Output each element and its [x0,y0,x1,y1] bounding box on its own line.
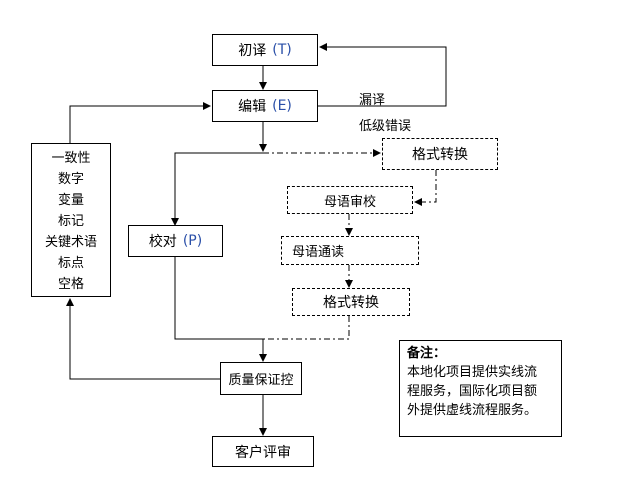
step-translation-code: (T) [272,42,292,58]
step-native-read: 母语通读 [281,236,419,265]
step-client-review-label: 客户评审 [235,444,291,461]
step-editing-code: (E) [272,98,292,114]
step-translation: 初译 (T) [212,34,318,66]
note-title: 备注： [407,346,447,361]
checklist-item: 关键术语 [44,235,97,250]
step-qa-label: 质量保证控 [228,373,294,388]
line-proofread-to-qa [174,257,267,362]
step-translation-label: 初译 [238,43,267,59]
qa-to-checklist [66,298,220,380]
step-format-conversion-2: 格式转换 [292,288,410,316]
note-line: 程服务，国际化项目额 [407,384,538,399]
checklist-item: 空格 [57,277,84,292]
step-native-review: 母语审校 [287,186,413,214]
step-editing-label: 编辑 [238,99,267,115]
step-proofreading-label: 校对 [148,234,177,250]
checklist-item: 变量 [57,193,84,208]
checklist-box: 一致性 数字 变量 标记 关键术语 标点 空格 [31,143,111,297]
checklist-to-edit [69,102,211,143]
dashed-format1-to-review [414,170,437,206]
checklist-item: 数字 [57,172,84,187]
note-line: 外提供虚线流程服务。 [407,403,538,418]
step-proofreading: 校对 (P) [128,225,223,257]
step-client-review: 客户评审 [212,436,314,467]
step-native-read-label: 母语通读 [292,245,345,260]
step-format-2-label: 格式转换 [323,295,379,311]
loop-label-missed: 漏译 [359,93,386,108]
checklist-item: 标点 [57,256,84,271]
step-native-review-label: 母语审校 [323,194,376,210]
checklist-item: 标记 [57,214,84,229]
note-box: 备注： 本地化项目提供实线流 程服务，国际化项目额 外提供虚线流程服务。 [399,340,562,437]
step-format-conversion-1: 格式转换 [382,138,498,170]
step-editing: 编辑 (E) [212,90,318,122]
step-format-1-label: 格式转换 [412,147,468,163]
checklist-item: 一致性 [51,151,91,166]
arrow-to-proofread [171,152,263,226]
note-line: 本地化项目提供实线流 [407,365,538,380]
feedback-loop [318,43,447,107]
loop-label-low-errors: 低级错误 [359,119,412,134]
step-quality-assurance: 质量保证控 [220,362,302,395]
dashed-format2-to-qa [263,316,350,340]
step-proofreading-code: (P) [182,233,203,249]
